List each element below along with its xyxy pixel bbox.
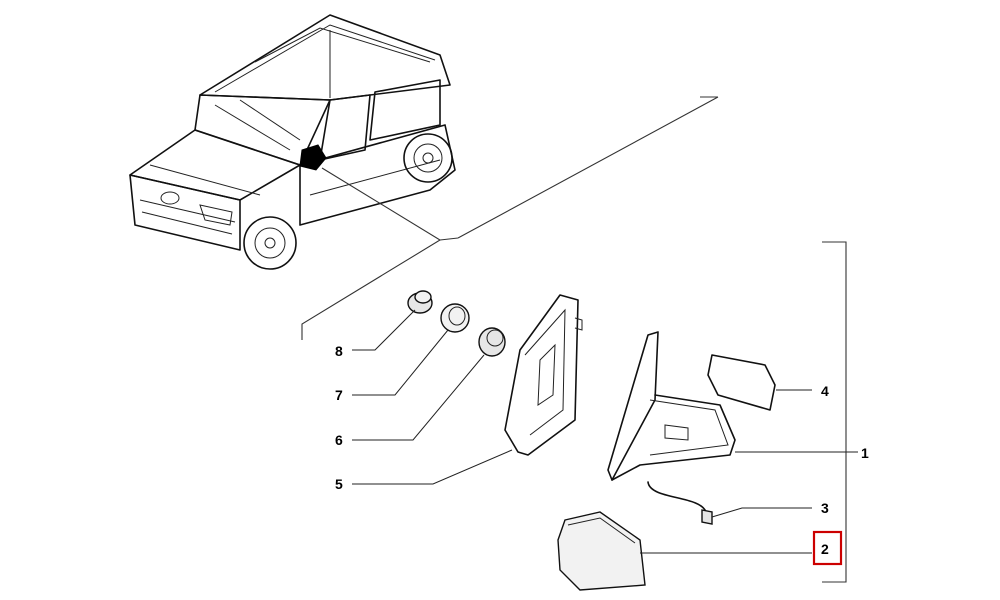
part-7-ring xyxy=(440,303,470,333)
callout-1: 1 xyxy=(861,445,869,461)
part-2-cover xyxy=(557,511,646,591)
leader-3 xyxy=(711,507,812,518)
callout-4: 4 xyxy=(821,383,829,399)
part-8-plug xyxy=(407,290,433,314)
car-illustration xyxy=(129,14,456,270)
callout-2-highlight-box xyxy=(812,530,843,566)
car-to-parts-leader xyxy=(301,167,442,340)
callout-2: 2 xyxy=(821,541,829,557)
callout-7: 7 xyxy=(335,387,343,403)
part-1-mirror-housing xyxy=(607,331,736,481)
leader-6 xyxy=(352,354,485,441)
assembly-bracket xyxy=(822,241,847,583)
leader-7 xyxy=(352,329,449,396)
callout-6: 6 xyxy=(335,432,343,448)
leader-5 xyxy=(352,449,513,485)
leader-8 xyxy=(352,309,416,351)
parts-frame-top xyxy=(439,96,719,241)
part-4-mirror-glass xyxy=(707,354,776,411)
part-5-bracket xyxy=(504,294,583,456)
part-6-bushing xyxy=(478,327,506,357)
callout-8: 8 xyxy=(335,343,343,359)
callout-3: 3 xyxy=(821,500,829,516)
part-3-wire-bulb xyxy=(647,481,713,525)
callout-5: 5 xyxy=(335,476,343,492)
